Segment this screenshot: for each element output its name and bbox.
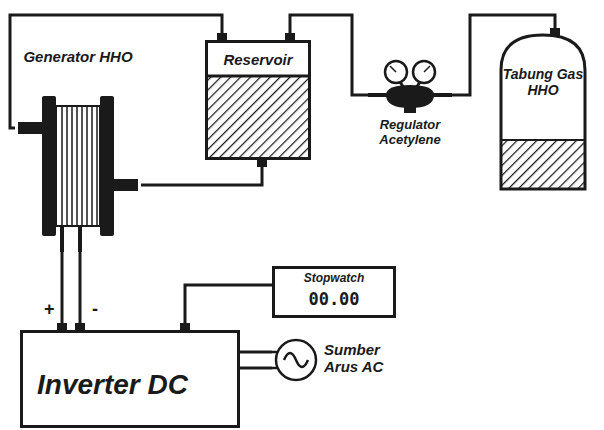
timer-display: 00.00 (277, 290, 391, 310)
gas-hose (10, 15, 222, 128)
wire (240, 351, 272, 354)
ac-source: Sumber Arus AC (272, 338, 404, 386)
regulator-symbol (368, 61, 452, 113)
wire (79, 252, 82, 330)
generator-hho: Generator HHO (15, 48, 141, 252)
node-label: Stopwatch (277, 272, 391, 286)
wire (240, 367, 272, 370)
node-label: Tabung Gas HHO (502, 66, 584, 98)
generator-stack (18, 96, 138, 252)
node-label: Regulator Acetylene (368, 118, 452, 148)
reservoir-box: Reservoir (205, 40, 311, 160)
gas-cylinder (501, 28, 585, 189)
node-label: Generator HHO (15, 48, 141, 65)
node-label: Inverter DC (37, 369, 237, 401)
wire (185, 285, 272, 330)
wire (61, 252, 64, 330)
ac-source-symbol (272, 340, 316, 380)
gas-hose (141, 160, 262, 185)
stopwatch-box: Stopwatch 00.00 (272, 266, 396, 318)
polarity-sign: + (44, 300, 55, 318)
node-label: Reservoir (210, 51, 306, 68)
regulator: Regulator Acetylene (368, 58, 452, 148)
inverter-box: Inverter DC (20, 330, 240, 428)
polarity-sign: - (92, 300, 98, 318)
node-label: Sumber Arus AC (324, 341, 400, 376)
reservoir-liquid (208, 33, 308, 167)
gas-tank: Tabung Gas HHO (498, 30, 588, 192)
